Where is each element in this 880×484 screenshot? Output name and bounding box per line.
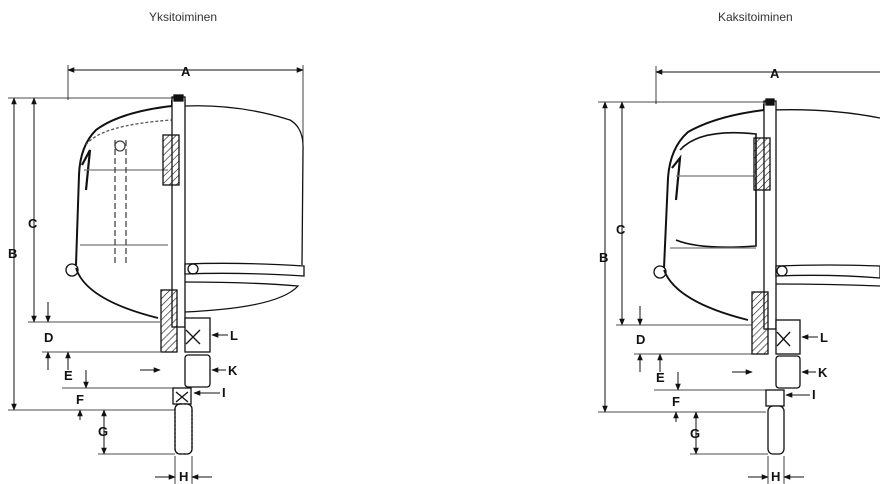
rim-bolt-left (653, 265, 667, 279)
label-b-left: B (8, 246, 17, 261)
bottom-bowl-left (75, 267, 159, 319)
title-single-acting: Yksitoiminen (149, 10, 218, 24)
label-c-left: C (28, 216, 38, 231)
label-k-right: K (818, 365, 828, 380)
label-d-left: D (44, 330, 53, 345)
label-l-left: L (230, 328, 238, 343)
label-a-right: A (770, 66, 780, 81)
hatched-block-upper (753, 137, 771, 191)
label-f-left: F (76, 392, 84, 407)
fitting-g (767, 405, 785, 455)
label-h-right: H (771, 469, 780, 484)
label-g-right: G (690, 426, 700, 441)
rim-bolt-left (65, 263, 79, 277)
rim-bolt (776, 265, 788, 277)
label-e-right: E (656, 370, 665, 385)
cutaway-inner-line (85, 119, 173, 146)
fitting-g (174, 403, 193, 455)
label-l-right: L (820, 330, 828, 345)
label-b-right: B (599, 250, 608, 265)
label-g-left: G (98, 424, 108, 439)
label-a-left: A (181, 64, 191, 79)
tank-outline-right (769, 104, 880, 119)
title-double-acting: Kaksitoiminen (718, 10, 793, 24)
inner-bladder (675, 131, 757, 248)
fitting-k (775, 355, 801, 389)
hatched-block-lower (751, 291, 769, 355)
fitting-l (184, 317, 211, 353)
label-h-left: H (179, 469, 188, 484)
diagram-single-acting (8, 65, 305, 484)
shaft-cap (765, 98, 775, 106)
tank-outline-right (184, 100, 304, 266)
fitting-i (765, 389, 785, 407)
rim-bolt (187, 263, 199, 275)
fitting-g-thread (174, 403, 193, 455)
valve-cross-2 (175, 391, 189, 403)
valve-cross (185, 329, 201, 345)
bottom-bowl-right (184, 281, 300, 313)
inner-rod-head (114, 140, 126, 152)
diagram-double-acting (598, 66, 880, 484)
bottom-bowl-left (663, 269, 749, 321)
label-k-left: K (228, 363, 238, 378)
bottom-bowl-right (775, 283, 880, 287)
valve-cross (776, 331, 791, 347)
rim-band (184, 262, 305, 277)
rim-band (775, 264, 880, 279)
hatched-block-lower (160, 289, 178, 353)
label-i-left: I (222, 385, 226, 400)
shaft-cap (173, 94, 184, 102)
fitting-k (184, 354, 211, 388)
label-c-right: C (616, 222, 626, 237)
hatched-block-upper (162, 134, 180, 186)
tank-outline-left (663, 104, 765, 269)
label-e-left: E (64, 368, 73, 383)
cutaway-seal (671, 154, 682, 201)
label-f-right: F (672, 394, 680, 409)
label-i-right: I (812, 387, 816, 402)
cutaway-seal (81, 149, 92, 191)
label-d-right: D (636, 332, 645, 347)
fitting-l (775, 319, 801, 355)
tank-outline-left (75, 100, 173, 266)
